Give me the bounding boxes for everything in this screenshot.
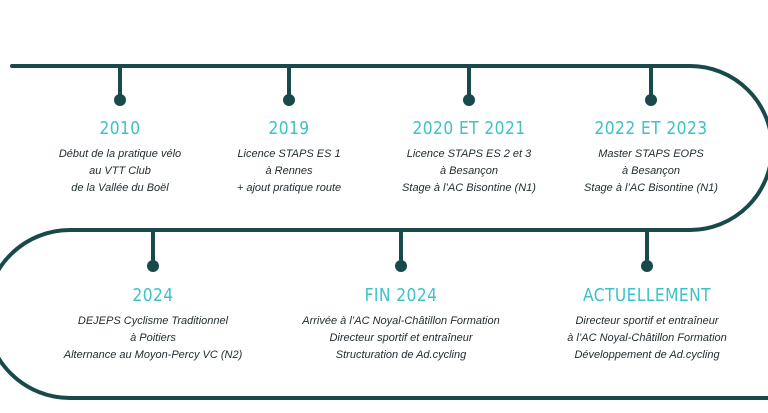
description-line: Licence STAPS ES 2 et 3 (406, 148, 532, 160)
milestone-year: 2010 (99, 118, 141, 139)
description-line: Arrivée à l’AC Noyal-Châtillon Formation (302, 315, 500, 327)
description-line: à Besançon (621, 165, 681, 177)
milestone-2019: 2019 Licence STAPS ES 1 à Rennes + ajout… (189, 118, 389, 197)
milestone-year: FIN 2024 (364, 285, 438, 306)
marker-dot-2010 (114, 94, 126, 106)
milestone-year: 2019 (268, 118, 310, 139)
description-line: à Besançon (439, 165, 499, 177)
marker-dot-2024 (147, 260, 159, 272)
milestone-2024: 2024 DEJEPS Cyclisme Traditionnel à Poit… (43, 285, 263, 364)
description-line: DEJEPS Cyclisme Traditionnel (77, 315, 229, 327)
description-line: Début de la pratique vélo (58, 148, 182, 160)
milestone-description: Master STAPS EOPS à Besançon Stage à l’A… (551, 146, 751, 197)
description-line: à l’AC Noyal-Châtillon Formation (567, 332, 727, 344)
description-line: Directeur sportif et entraîneur (575, 315, 719, 327)
description-line: Développement de Ad.cycling (574, 349, 720, 361)
description-line: + ajout pratique route (236, 182, 342, 194)
marker-dot-fin-2024 (395, 260, 407, 272)
milestone-description: DEJEPS Cyclisme Traditionnel à Poitiers … (43, 313, 263, 364)
milestone-description: Licence STAPS ES 1 à Rennes + ajout prat… (189, 146, 389, 197)
marker-dot-actuellement (641, 260, 653, 272)
marker-dot-2019 (283, 94, 295, 106)
milestone-description: Licence STAPS ES 2 et 3 à Besançon Stage… (369, 146, 569, 197)
description-line: Stage à l’AC Bisontine (N1) (584, 182, 718, 194)
marker-dot-2022-2023 (645, 94, 657, 106)
milestone-description: Début de la pratique vélo au VTT Club de… (20, 146, 220, 197)
milestone-year: 2022 ET 2023 (594, 118, 708, 139)
description-line: Master STAPS EOPS (598, 148, 704, 160)
description-line: Directeur sportif et entraîneur (329, 332, 473, 344)
timeline-line (0, 64, 768, 400)
description-line: Licence STAPS ES 1 (237, 148, 341, 160)
description-line: de la Vallée du Boël (71, 182, 169, 194)
description-line: à Rennes (265, 165, 313, 177)
milestone-year: 2020 ET 2021 (412, 118, 526, 139)
description-line: à Poitiers (130, 332, 176, 344)
timeline-markers (114, 66, 657, 272)
milestone-description: Arrivée à l’AC Noyal-Châtillon Formation… (276, 313, 526, 364)
description-line: Stage à l’AC Bisontine (N1) (402, 182, 536, 194)
description-line: Alternance au Moyon-Percy VC (N2) (63, 349, 243, 361)
description-line: au VTT Club (89, 165, 151, 177)
milestone-year: ACTUELLEMENT (582, 285, 712, 306)
milestone-2020-2021: 2020 ET 2021 Licence STAPS ES 2 et 3 à B… (369, 118, 569, 197)
milestone-fin-2024: FIN 2024 Arrivée à l’AC Noyal-Châtillon … (276, 285, 526, 364)
milestone-description: Directeur sportif et entraîneur à l’AC N… (537, 313, 757, 364)
milestone-2022-2023: 2022 ET 2023 Master STAPS EOPS à Besanço… (551, 118, 751, 197)
milestone-year: 2024 (132, 285, 174, 306)
milestone-actuellement: ACTUELLEMENT Directeur sportif et entraî… (537, 285, 757, 364)
marker-dot-2020-2021 (463, 94, 475, 106)
description-line: Structuration de Ad.cycling (335, 349, 467, 361)
milestone-2010: 2010 Début de la pratique vélo au VTT Cl… (20, 118, 220, 197)
